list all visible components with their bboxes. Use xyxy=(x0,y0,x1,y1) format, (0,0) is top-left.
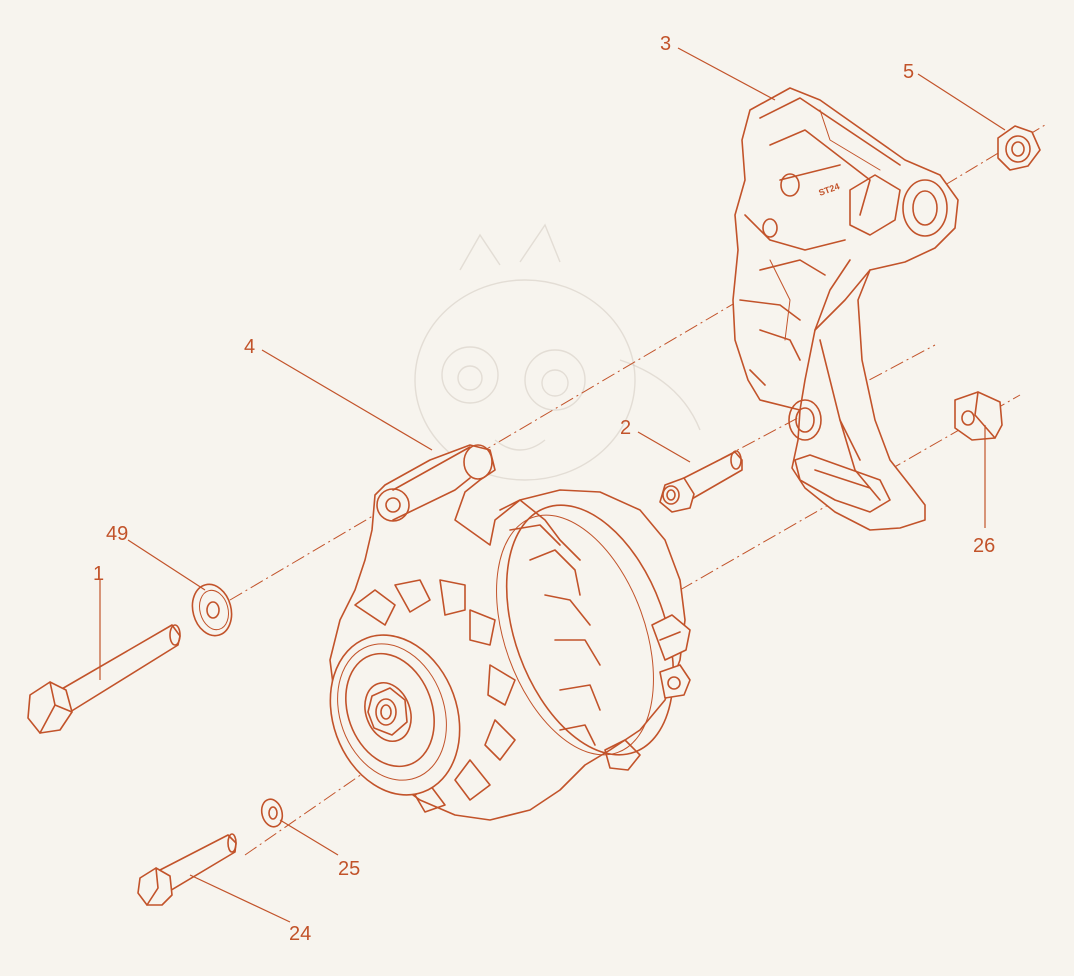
axis-bolt24 xyxy=(244,764,376,856)
callout-4: 4 xyxy=(244,336,255,358)
part-2-socket-bolt xyxy=(659,450,743,513)
callout-1: 1 xyxy=(93,563,104,585)
leader-25 xyxy=(279,819,339,856)
callout-49: 49 xyxy=(106,523,128,545)
part-24-hex-bolt xyxy=(137,833,237,906)
part-5-nut xyxy=(997,125,1041,171)
callout-2: 2 xyxy=(620,417,631,439)
part-4-alternator xyxy=(329,444,691,821)
part-1-long-bolt xyxy=(27,624,181,734)
callout-25: 25 xyxy=(338,858,360,880)
callout-3: 3 xyxy=(660,33,671,55)
callout-5: 5 xyxy=(903,61,914,83)
callout-labels: 3 5 4 2 26 49 1 25 24 xyxy=(93,33,995,945)
part-25-washer xyxy=(260,798,284,828)
callout-26: 26 xyxy=(973,535,995,557)
leader-3 xyxy=(677,47,776,101)
part-26-square-nut xyxy=(954,391,1003,441)
leader-4 xyxy=(261,349,433,451)
callout-24: 24 xyxy=(289,923,311,945)
leader-lines xyxy=(99,47,1006,923)
part-3-mounting-bracket: ST24 xyxy=(732,87,959,531)
leader-49 xyxy=(127,539,206,591)
leader-5 xyxy=(917,73,1006,131)
leader-24 xyxy=(189,874,291,923)
watermark-mascot xyxy=(414,223,701,481)
part-49-washer xyxy=(191,583,233,637)
leader-2 xyxy=(637,431,691,463)
